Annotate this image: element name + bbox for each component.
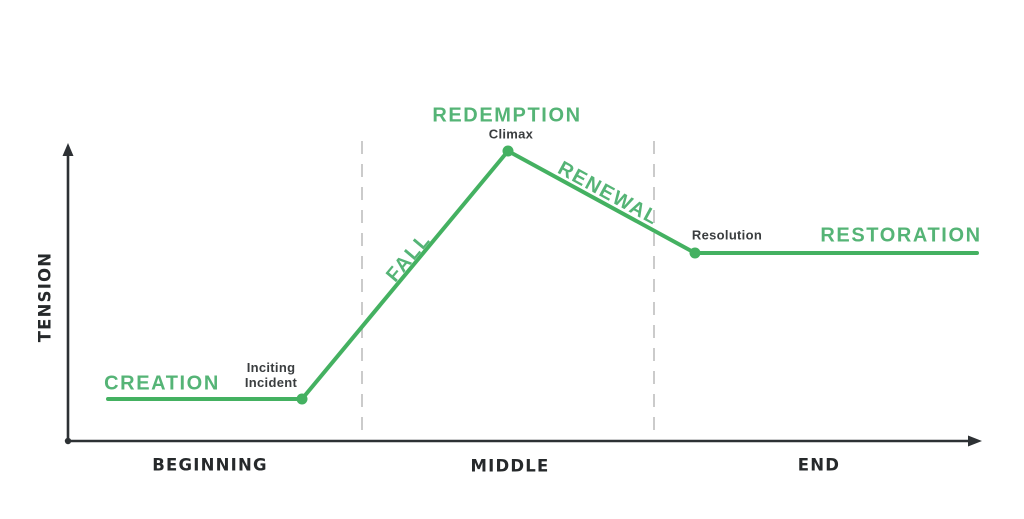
x-axis-label-middle: MIDDLE (470, 456, 550, 476)
curve-milestone-dot (689, 247, 701, 259)
x-axis-label-end: END (797, 455, 841, 475)
inciting-incident-line-1: Inciting (246, 360, 296, 376)
origin-dot (64, 437, 72, 445)
curve-milestone-dot (296, 393, 308, 405)
tension-curve (106, 149, 979, 401)
phase-label-restoration: RESTORATION (820, 224, 982, 247)
milestone-climax: Climax (488, 126, 534, 142)
inciting-incident-line-2: Incident (244, 375, 298, 390)
x-axis-arrowhead-icon (968, 435, 982, 447)
phase-label-creation: CREATION (104, 372, 220, 395)
curve-milestone-dot (502, 145, 514, 157)
y-axis-arrowhead-icon (62, 143, 74, 156)
phase-label-redemption: REDEMPTION (432, 104, 582, 127)
y-axis-title: TENSION (35, 251, 55, 343)
milestone-inciting-incident: Inciting Incident (244, 360, 298, 391)
x-axis-label-beginning: BEGINNING (152, 455, 268, 475)
milestone-resolution: Resolution (691, 227, 763, 243)
